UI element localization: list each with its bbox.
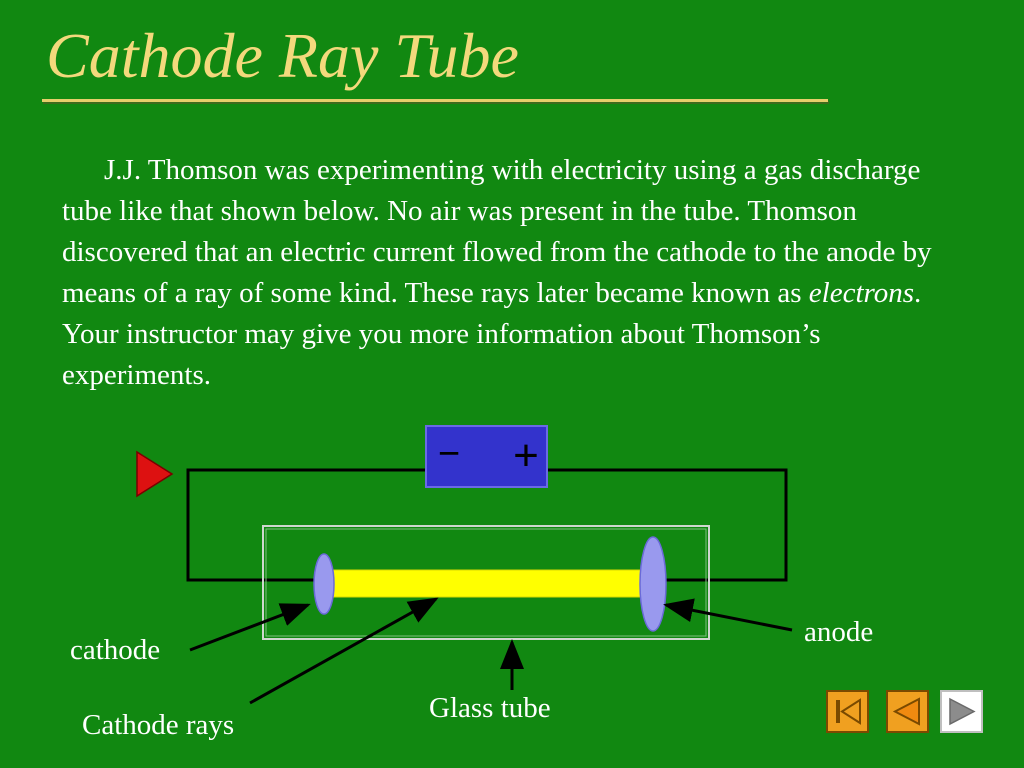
title-underline xyxy=(42,99,828,102)
battery-plus-sign: + xyxy=(513,431,539,480)
anode-electrode xyxy=(639,536,667,632)
paragraph-text-2: . Your instructor may give you more info… xyxy=(62,277,922,391)
next-slide-button[interactable] xyxy=(940,690,983,733)
slide-title: Cathode Ray Tube xyxy=(46,20,519,91)
battery-minus-sign: − xyxy=(438,433,460,475)
paragraph-emphasis: electrons xyxy=(808,277,914,309)
battery: − + xyxy=(425,425,548,488)
circuit-wire xyxy=(186,468,788,582)
cathode-label: cathode xyxy=(70,634,161,666)
first-slide-icon xyxy=(836,700,840,723)
paragraph-text-1: J.J. Thomson was experimenting with elec… xyxy=(62,154,932,309)
cathode-ray-beam xyxy=(329,569,649,598)
previous-slide-icon xyxy=(892,697,920,726)
glass-tube-label: Glass tube xyxy=(429,692,551,724)
glass-tube xyxy=(262,525,710,640)
play-marker-icon[interactable] xyxy=(136,450,174,498)
anode-label: anode xyxy=(804,616,874,648)
previous-slide-button[interactable] xyxy=(886,690,929,733)
first-slide-button[interactable] xyxy=(826,690,869,733)
label-arrows xyxy=(189,597,793,705)
body-paragraph: J.J. Thomson was experimenting with elec… xyxy=(62,150,942,396)
cathode-rays-label: Cathode rays xyxy=(82,709,235,741)
next-slide-icon xyxy=(949,697,976,726)
cathode-electrode xyxy=(313,553,335,615)
